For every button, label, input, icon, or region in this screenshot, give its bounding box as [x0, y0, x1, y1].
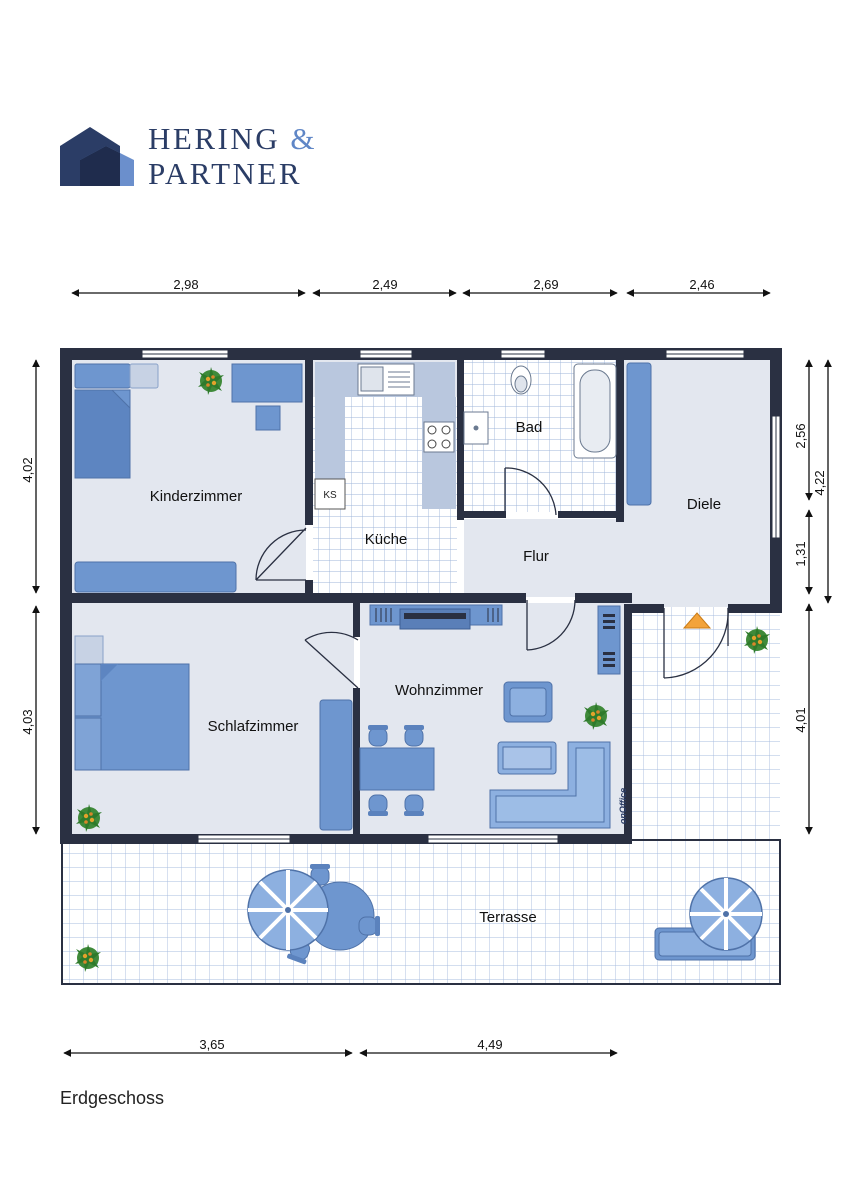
terrace-floor — [62, 840, 780, 984]
logo-name-line1: HERING — [148, 121, 281, 156]
fridge-label: KS — [323, 490, 337, 501]
dim-right-2: 1,31 — [793, 541, 808, 566]
logo-ampersand: & — [290, 121, 317, 156]
room-label-wohnzimmer: Wohnzimmer — [395, 682, 483, 699]
dim-top-2: 2,49 — [372, 277, 397, 292]
kinderzimmer-furniture — [74, 363, 303, 593]
room-label-kueche: Küche — [365, 531, 408, 548]
room-label-diele: Diele — [687, 496, 721, 513]
room-label-kinderzimmer: Kinderzimmer — [150, 488, 243, 505]
umbrella-icon — [247, 869, 329, 951]
onoffice-watermark: onOffice — [618, 788, 628, 824]
room-label-terrasse: Terrasse — [479, 909, 537, 926]
dim-left-2: 4,03 — [20, 709, 35, 734]
bad-furniture — [463, 363, 617, 459]
umbrella-icon — [689, 877, 763, 951]
wohnzimmer-furniture — [359, 604, 621, 829]
room-label-schlafzimmer: Schlafzimmer — [208, 718, 299, 735]
walls — [60, 348, 782, 844]
terrace-furniture — [247, 863, 763, 966]
logo-line-1: HERING & — [148, 123, 317, 155]
dim-right-3: 4,01 — [793, 707, 808, 732]
kueche-furniture: KS — [314, 362, 456, 510]
dim-top-3: 2,69 — [533, 277, 558, 292]
room-label-bad: Bad — [516, 419, 543, 436]
logo-name-line2: PARTNER — [148, 156, 303, 191]
dim-left-1: 4,02 — [20, 457, 35, 482]
dim-bottom-1: 3,65 — [199, 1037, 224, 1052]
house-logo-icon — [60, 127, 134, 186]
floor-label: Erdgeschoss — [60, 1088, 165, 1108]
entry-arrow-icon — [682, 612, 712, 629]
dim-right-1: 2,56 — [793, 423, 808, 448]
dim-top-1: 2,98 — [173, 277, 198, 292]
room-label-flur: Flur — [523, 548, 549, 565]
dim-bottom-2: 4,49 — [477, 1037, 502, 1052]
dim-right-outer: 4,22 — [812, 470, 827, 495]
dim-top-4: 2,46 — [689, 277, 714, 292]
schlafzimmer-furniture — [74, 635, 353, 831]
dimension-lines — [32, 289, 832, 1057]
